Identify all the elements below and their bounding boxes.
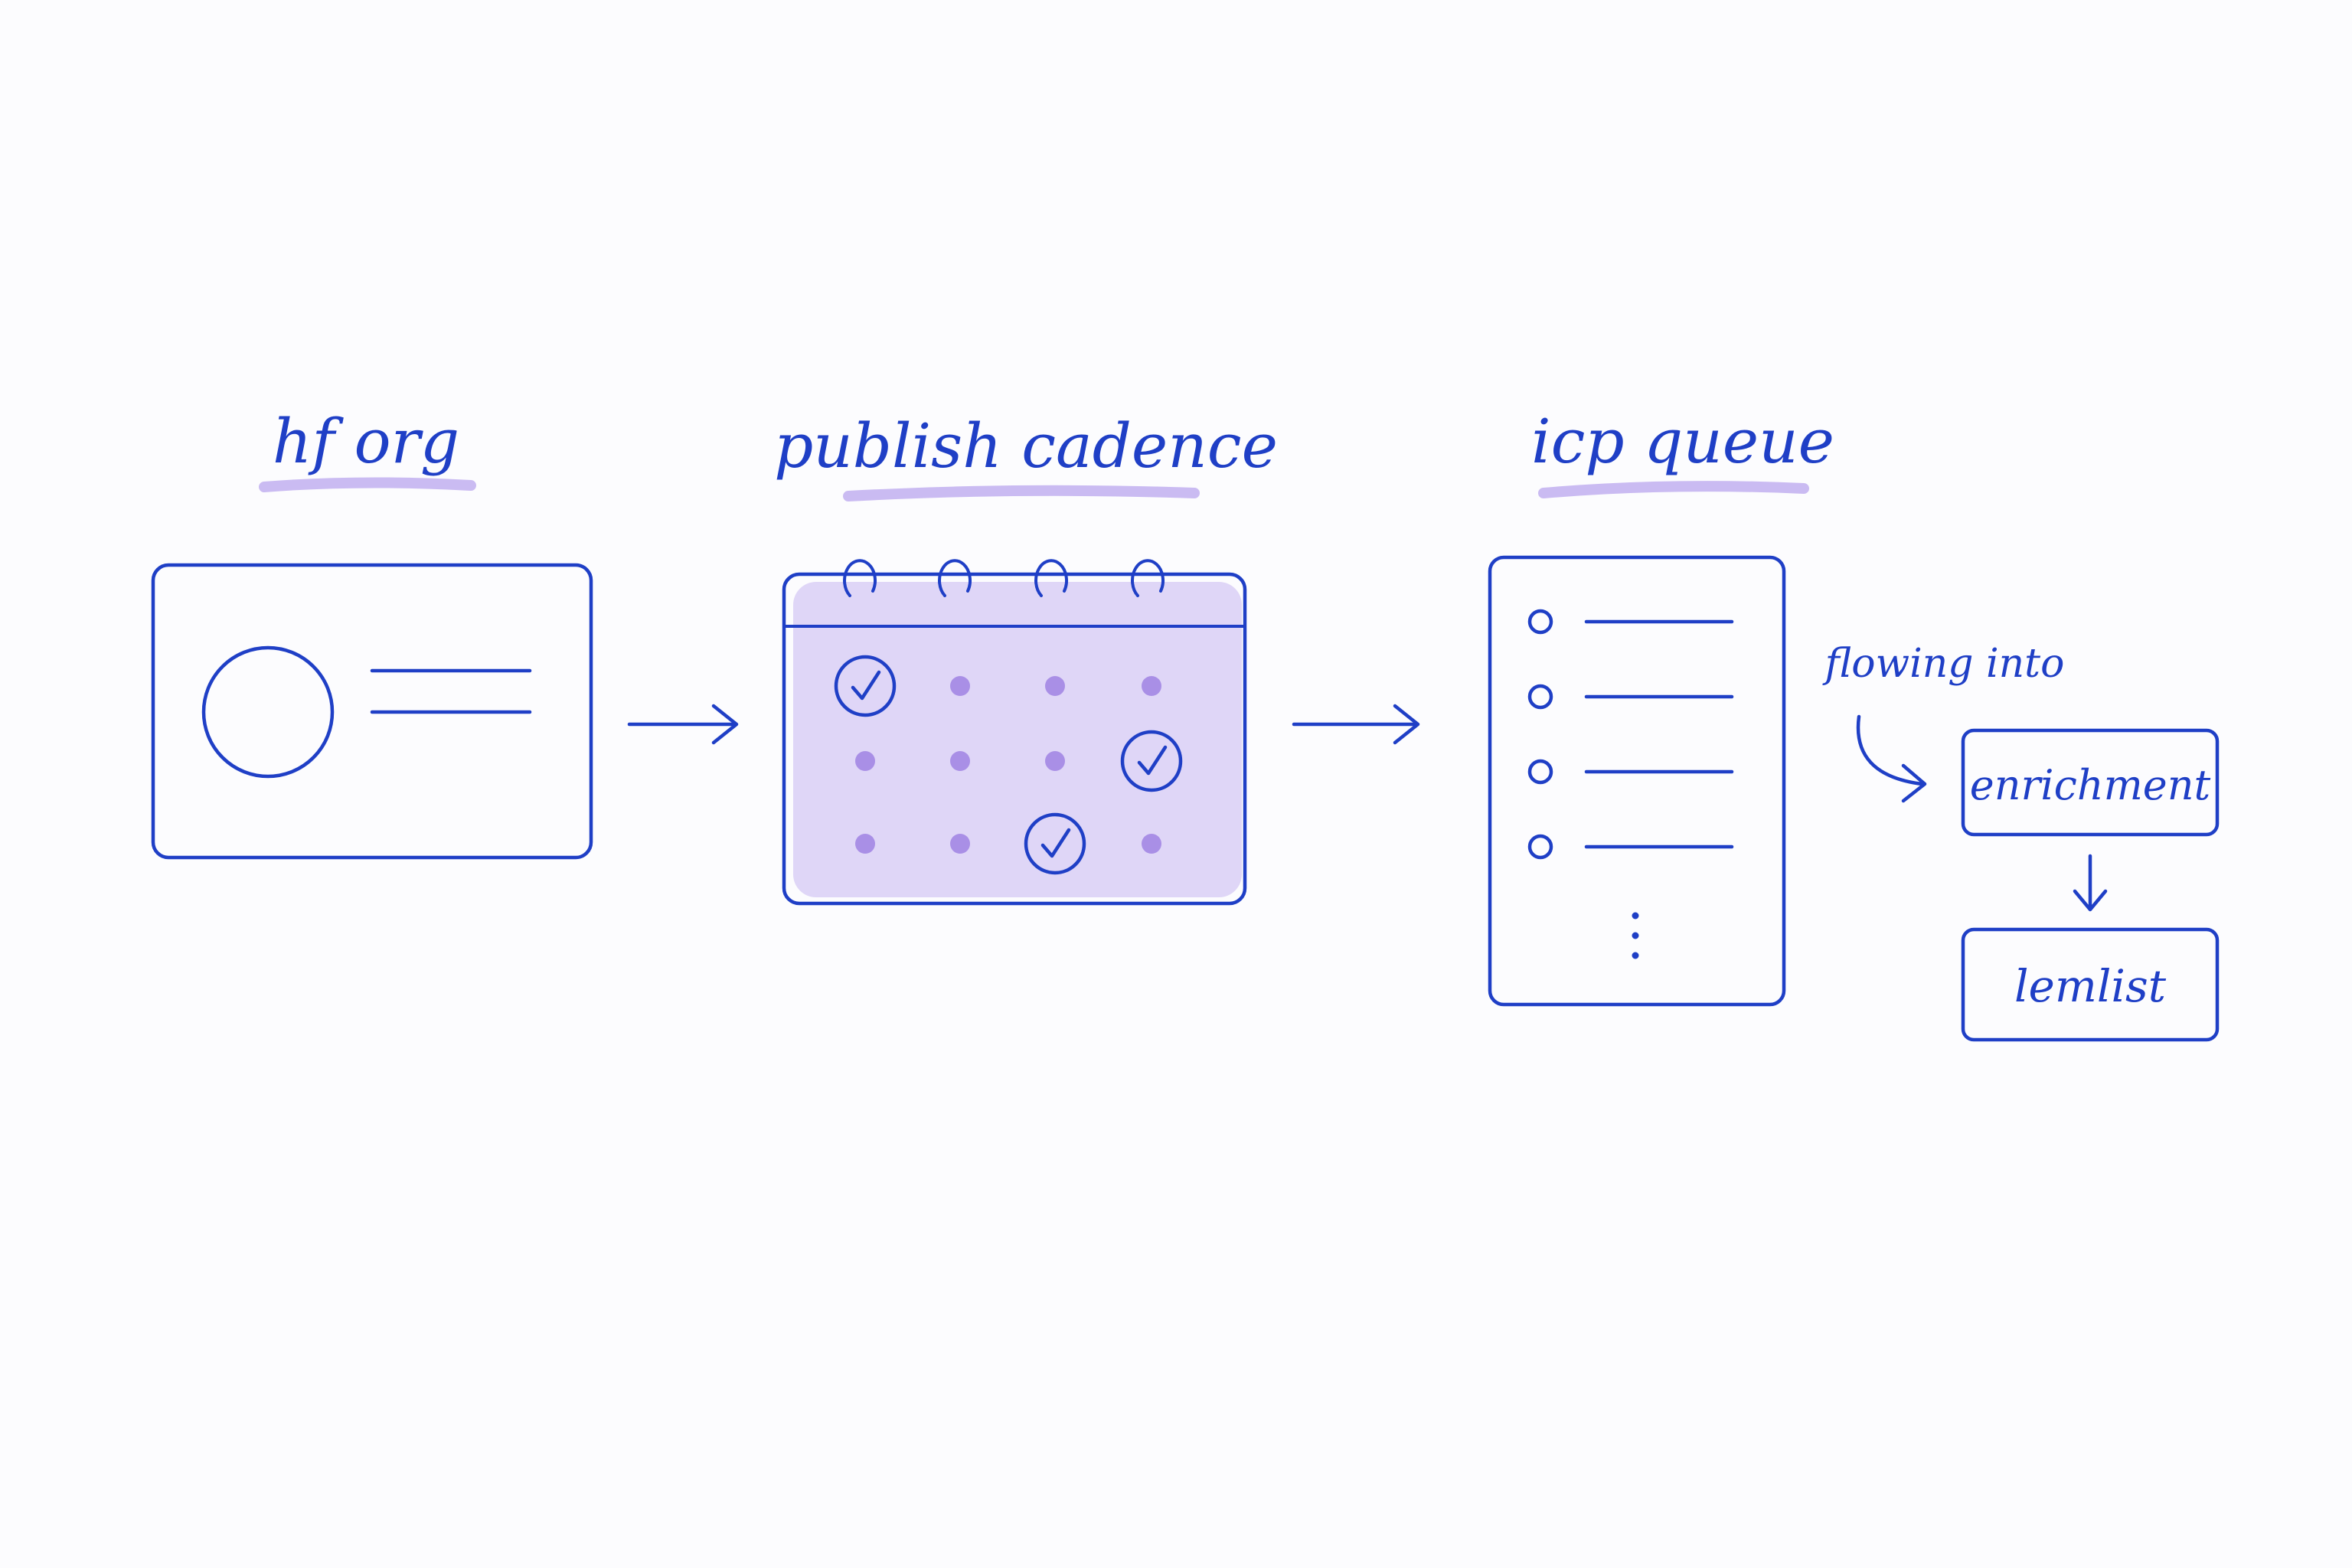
lemlist-label: lemlist (2014, 960, 2167, 1012)
lemlist-box: lemlist (1961, 927, 2220, 1042)
queue-items (1527, 609, 1734, 860)
arrow-down-icon (2073, 854, 2108, 912)
stage-hf-org: hf org (151, 406, 593, 860)
flowing-into-note: flowing into (1822, 641, 2065, 803)
calendar-day-dot (1045, 676, 1065, 696)
avatar-circle (201, 645, 335, 779)
calendar-icon (782, 559, 1247, 906)
bullet-icon (1527, 834, 1553, 860)
curved-arrow-icon (1856, 714, 1927, 803)
profile-card-icon (151, 563, 593, 860)
list-item (1527, 609, 1734, 635)
calendar-day-dot (855, 834, 875, 854)
hf-org-title: hf org (273, 406, 459, 477)
publish-cadence-underline (843, 485, 1200, 501)
list-item (1527, 834, 1734, 860)
list-item (1527, 684, 1734, 710)
calendar-grid (834, 655, 1183, 875)
bullet-icon (1527, 684, 1553, 710)
enrichment-box: enrichment (1961, 728, 2220, 837)
arrow-right-icon (627, 704, 739, 745)
check-icon (1024, 812, 1086, 875)
calendar-day-dot (855, 751, 875, 771)
calendar-day-dot (1142, 676, 1161, 696)
bullet-icon (1527, 759, 1553, 785)
arrow-right-icon (1292, 704, 1420, 745)
list-icon (1488, 555, 1786, 1007)
check-icon (834, 655, 897, 717)
icp-queue-title: icp queue (1531, 406, 1834, 477)
calendar-day-dot (950, 676, 970, 696)
calendar-day-dot (950, 751, 970, 771)
hf-org-underline (259, 477, 476, 492)
publish-cadence-title: publish cadence (774, 410, 1278, 482)
calendar-day-dot (1045, 751, 1065, 771)
more-items-indicator (1632, 912, 1639, 959)
calendar-day-dot (1142, 834, 1161, 854)
enrichment-label: enrichment (1970, 761, 2211, 809)
flowing-into-label: flowing into (1822, 641, 2065, 687)
stage-icp-queue: icp queue (1488, 406, 1834, 1007)
check-icon (1120, 730, 1183, 792)
calendar-day-dot (950, 834, 970, 854)
calendar-wash (793, 582, 1242, 897)
list-item (1527, 759, 1734, 785)
icp-queue-underline (1538, 481, 1809, 498)
stage-publish-cadence: publish cadence (774, 410, 1278, 906)
bullet-icon (1527, 609, 1553, 635)
calendar-rings (843, 559, 1165, 597)
